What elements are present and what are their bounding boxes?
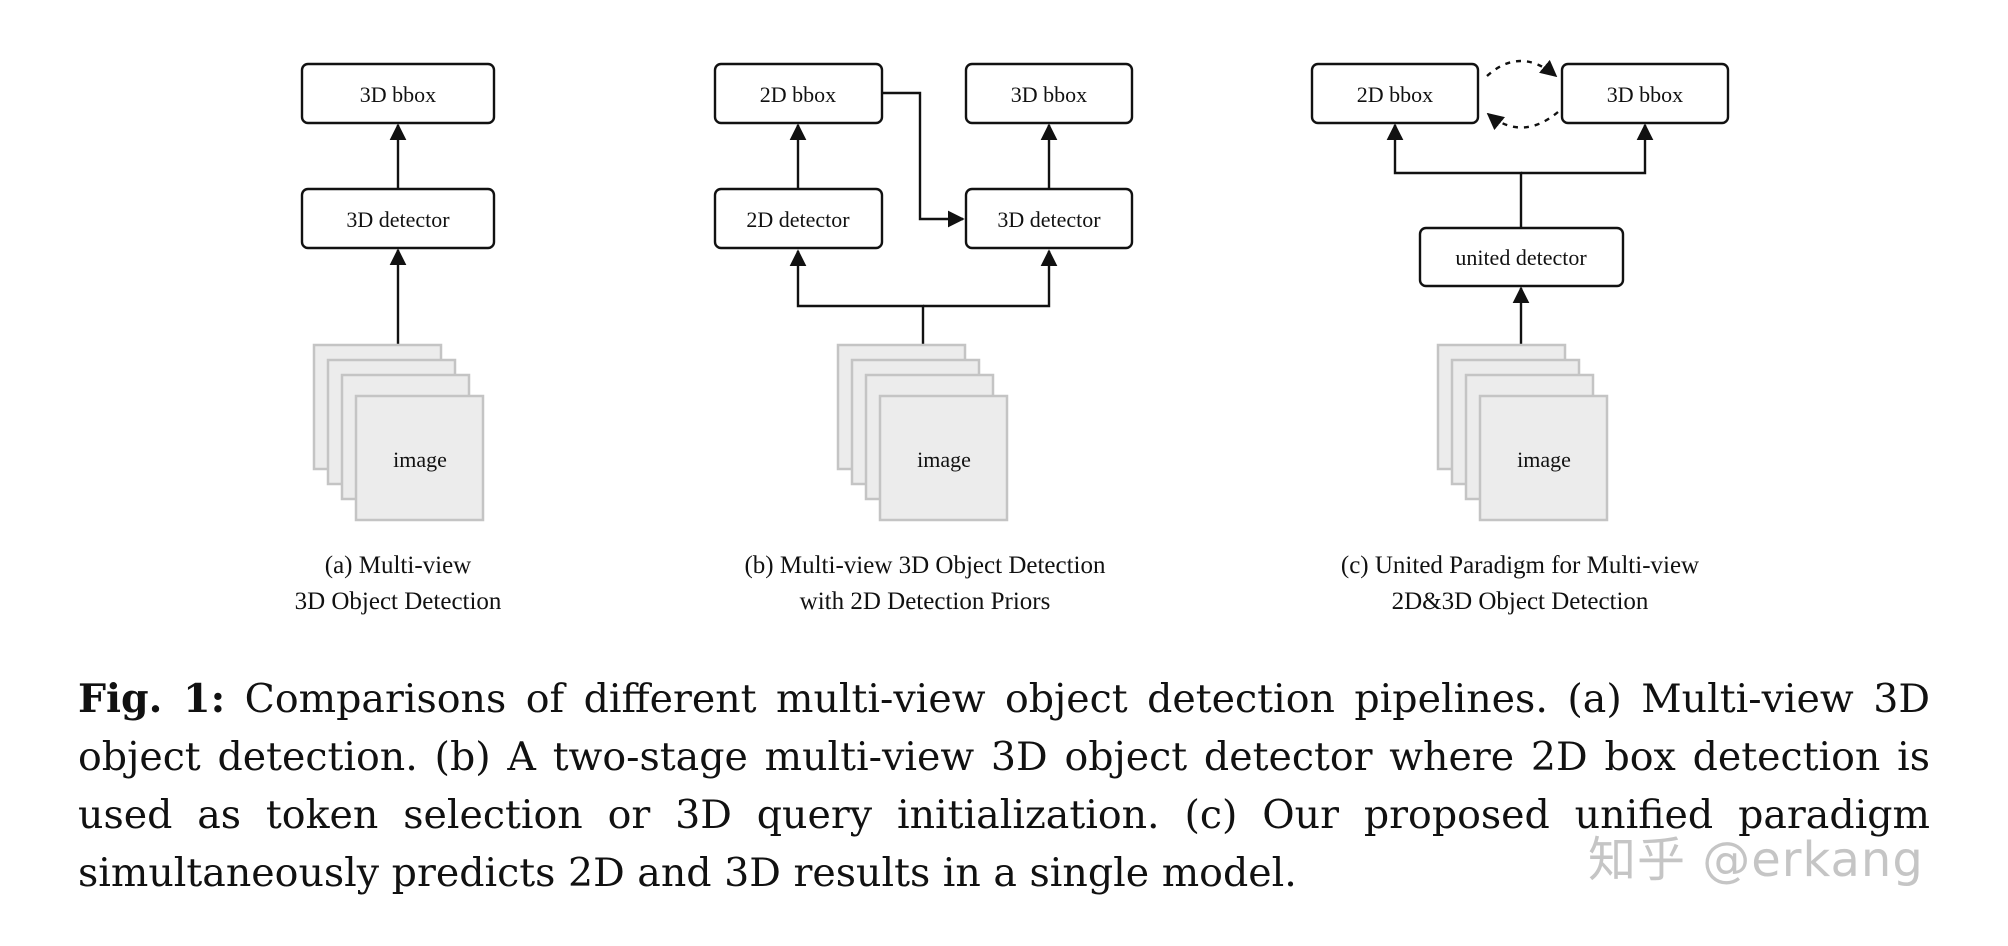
panel-b-arrow-2d-bbox-to-3d-detector — [882, 91, 965, 228]
panel-c-3d-bbox-box: 3D bbox — [1560, 62, 1730, 125]
panel-b-3d-bbox-label: 3D bbox — [1011, 82, 1087, 107]
panel-a-3d-bbox-box: 3D bbox — [300, 62, 496, 125]
watermark: 知乎 @erkang — [1588, 832, 1924, 888]
panel-c: 2D bbox 3D bbox united detector image (c… — [1310, 59, 1730, 615]
panel-b-3d-detector-box: 3D detector — [964, 187, 1134, 250]
panel-b-2d-detector-label: 2D detector — [746, 207, 850, 232]
panel-a-subcaption-line1: (a) Multi-view — [325, 552, 471, 579]
panel-c-arrow-united-to-3d-bbox — [1521, 123, 1654, 175]
panel-b-3d-bbox-box: 3D bbox — [964, 62, 1134, 125]
panel-c-subcaption-line2: 2D&3D Object Detection — [1392, 588, 1649, 615]
panel-c-dashed-arrow-3d-to-2d — [1486, 111, 1559, 131]
panel-c-united-detector-label: united detector — [1455, 245, 1587, 270]
panel-a-3d-detector-label: 3D detector — [346, 207, 450, 232]
panel-a-image-stack: image — [312, 343, 485, 522]
panel-a-image-label: image — [393, 447, 447, 472]
panel-c-2d-bbox-label: 2D bbox — [1357, 82, 1433, 107]
panel-c-3d-bbox-label: 3D bbox — [1607, 82, 1683, 107]
panel-b-subcaption: (b) Multi-view 3D Object Detection with … — [744, 552, 1106, 615]
panel-c-dashed-arrow-2d-to-3d — [1486, 59, 1558, 78]
panel-b-2d-bbox-box: 2D bbox — [713, 62, 884, 125]
panel-b-3d-detector-label: 3D detector — [997, 207, 1101, 232]
panel-b-2d-bbox-label: 2D bbox — [760, 82, 836, 107]
panel-b-image-label: image — [917, 447, 971, 472]
panel-c-subcaption-line1: (c) United Paradigm for Multi-view — [1341, 552, 1699, 579]
panel-c-image-stack: image — [1436, 343, 1609, 522]
panel-b-arrow-image-to-2d-detector — [789, 249, 925, 345]
panel-c-united-detector-box: united detector — [1418, 226, 1625, 288]
figure-caption-label: Fig. 1: — [78, 676, 226, 722]
panel-a-3d-bbox-label: 3D bbox — [360, 82, 436, 107]
figure-caption-text: Comparisons of different multi-view obje… — [78, 676, 1930, 896]
figure-caption: Fig. 1: Comparisons of different multi-v… — [78, 670, 1930, 902]
panel-c-2d-bbox-box: 2D bbox — [1310, 62, 1480, 125]
panel-b-image-stack: image — [836, 343, 1009, 522]
panel-a-subcaption-line2: 3D Object Detection — [295, 588, 502, 615]
panel-a-3d-detector-box: 3D detector — [300, 187, 496, 250]
panel-b-2d-detector-box: 2D detector — [713, 187, 884, 250]
panel-b-subcaption-line2: with 2D Detection Priors — [800, 588, 1051, 615]
panel-c-arrow-united-to-2d-bbox — [1386, 123, 1523, 228]
panel-a: 3D bbox 3D detector image (a) Multi-view… — [295, 62, 502, 615]
panel-b: 2D bbox 3D bbox 2D detector 3D detector … — [713, 62, 1134, 615]
panel-b-arrow-image-to-3d-detector — [923, 249, 1058, 308]
panel-c-subcaption: (c) United Paradigm for Multi-view 2D&3D… — [1341, 552, 1699, 615]
panel-c-image-label: image — [1517, 447, 1571, 472]
panel-a-subcaption: (a) Multi-view 3D Object Detection — [295, 552, 502, 615]
panel-b-subcaption-line1: (b) Multi-view 3D Object Detection — [744, 552, 1106, 579]
